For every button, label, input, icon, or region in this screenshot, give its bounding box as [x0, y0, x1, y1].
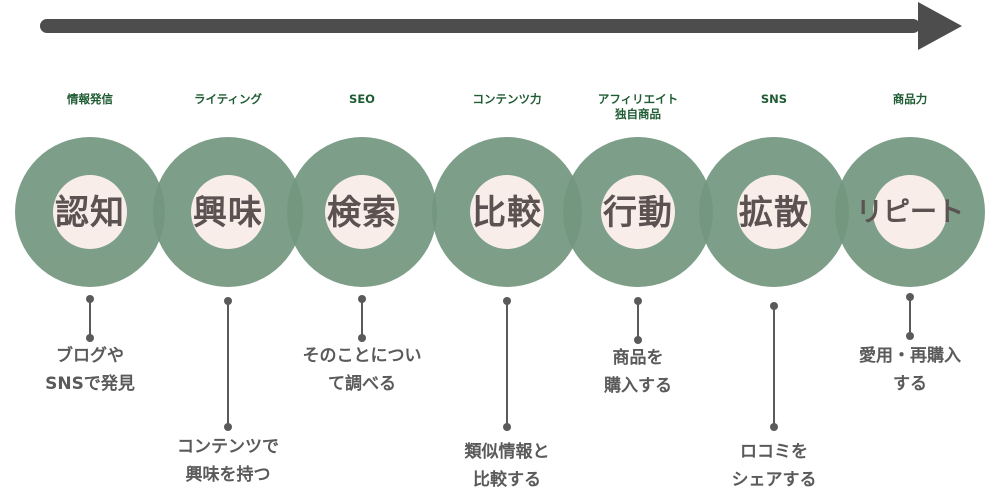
stage-word: 興味	[193, 193, 263, 233]
stage-ring	[699, 137, 849, 287]
stage-3: SEO 検索 そのことについ て調べる	[282, 0, 442, 500]
connector-dot	[906, 332, 914, 340]
stage-word: 比較	[472, 193, 542, 233]
stage-core	[470, 175, 544, 249]
stage-description: 商品を 購入する	[604, 348, 672, 396]
stage-label: 情報発信	[67, 92, 113, 106]
stage-ring	[835, 137, 985, 287]
stage-word: 拡散	[739, 193, 809, 233]
timeline-arrow-shaft	[40, 19, 920, 33]
stage-description: コンテンツで 興味を持つ	[177, 437, 279, 485]
stage-ring	[153, 137, 303, 287]
stage-5: アフィリエイト 独自商品 行動 商品を 購入する	[558, 0, 718, 500]
stage-word: 認知	[55, 193, 125, 233]
stage-word: 行動	[603, 193, 673, 233]
connector-line	[89, 299, 91, 337]
connector-dot	[224, 423, 232, 431]
connector-dot	[86, 334, 94, 342]
connector-dot	[358, 334, 366, 342]
stage-2: ライティング 興味 コンテンツで 興味を持つ	[148, 0, 308, 500]
stage-label: SEO	[349, 92, 375, 106]
stage-word: 検索	[327, 193, 397, 233]
stage-label: コンテンツ力	[472, 92, 542, 106]
stage-description: ブログや SNSで発見	[45, 346, 135, 394]
stage-core	[601, 175, 675, 249]
stage-ring	[287, 137, 437, 287]
connector-line	[637, 301, 639, 339]
stage-core	[53, 175, 127, 249]
stage-label: 商品力	[892, 92, 928, 106]
connector-line	[361, 299, 363, 337]
stage-ring	[563, 137, 713, 287]
stage-core	[873, 175, 947, 249]
stage-description: 類似情報と 比較する	[464, 442, 550, 490]
connector-line	[909, 297, 911, 335]
stage-description: そのことについ て調べる	[302, 346, 422, 394]
stage-1: 情報発信 認知 ブログや SNSで発見	[10, 0, 170, 500]
stage-ring	[432, 137, 582, 287]
stage-6: SNS 拡散 ロコミを シェアする	[694, 0, 854, 500]
connector-line	[773, 306, 775, 427]
stage-description: 愛用・再購入 する	[859, 346, 961, 394]
arrow-right-icon	[918, 2, 962, 50]
connector-line	[506, 301, 508, 427]
stage-description: ロコミを シェアする	[731, 442, 817, 490]
stage-ring	[15, 137, 165, 287]
stage-core	[325, 175, 399, 249]
connector-dot	[634, 336, 642, 344]
stage-7: 商品力 リピート 愛用・再購入 する	[830, 0, 990, 500]
stage-label: アフィリエイト 独自商品	[597, 92, 679, 121]
stage-4: コンテンツ力 比較 類似情報と 比較する	[427, 0, 587, 500]
connector-line	[227, 301, 229, 427]
stage-word: リピート	[856, 197, 964, 228]
connector-dot	[770, 423, 778, 431]
stage-core	[737, 175, 811, 249]
stage-core	[191, 175, 265, 249]
stage-label: ライティング	[193, 92, 263, 106]
stage-label: SNS	[760, 92, 788, 106]
connector-dot	[503, 423, 511, 431]
